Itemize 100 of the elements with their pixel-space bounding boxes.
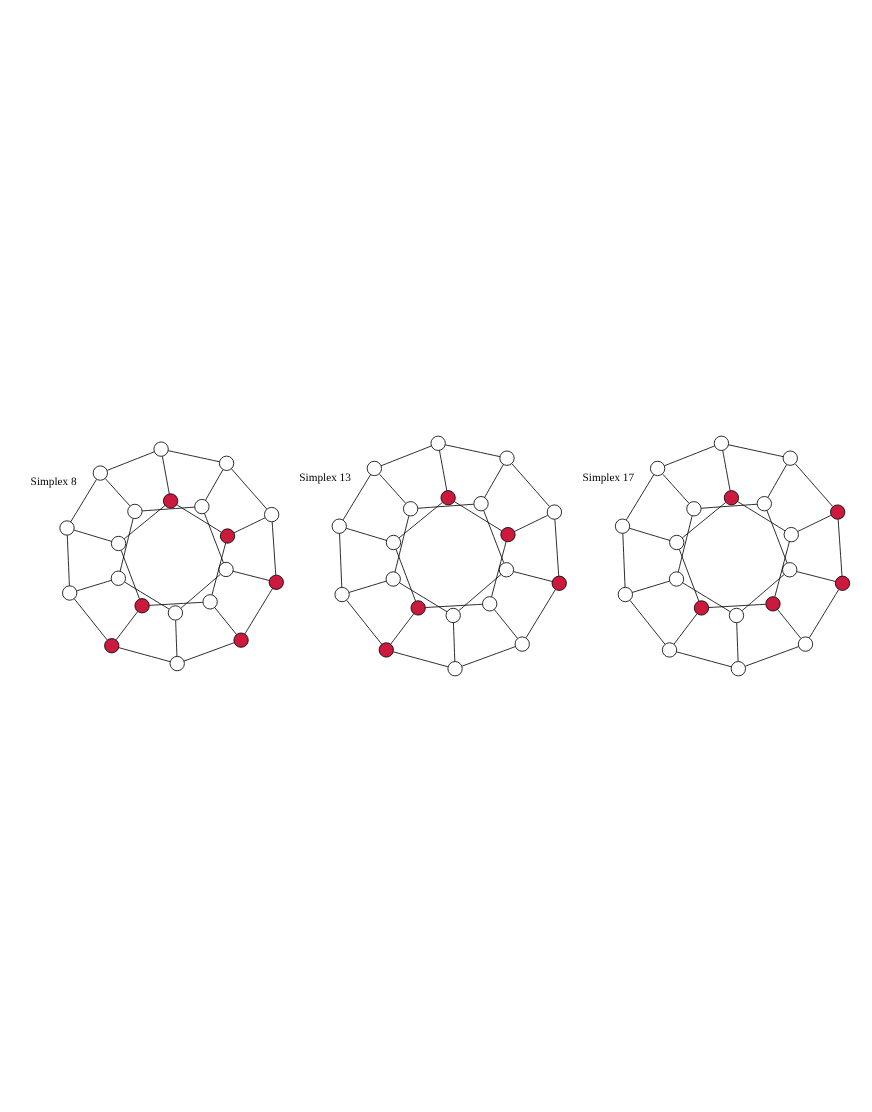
node-circle [62, 585, 78, 601]
connector [233, 517, 266, 534]
connector [673, 613, 698, 645]
node-circle [661, 642, 678, 658]
node-circle [730, 661, 746, 677]
connector [796, 571, 836, 582]
node-circle [403, 501, 419, 517]
node-circle [110, 535, 127, 552]
node-circle [686, 501, 702, 517]
node-circle [797, 636, 814, 652]
connector [741, 574, 785, 611]
connector [745, 646, 799, 667]
connector [700, 503, 758, 509]
connector [797, 515, 832, 532]
node-circle [514, 636, 530, 652]
node-circle [163, 493, 179, 509]
node-circle [783, 527, 799, 543]
node-circle [331, 518, 347, 534]
connector [342, 474, 371, 521]
connector [66, 535, 70, 587]
connector [204, 513, 224, 564]
connector [809, 589, 840, 638]
connector [118, 647, 171, 663]
connector [766, 510, 788, 564]
connector [392, 651, 449, 668]
connector [767, 464, 788, 498]
connector [525, 589, 556, 638]
connector [708, 603, 766, 608]
node-circle [782, 450, 798, 466]
connector [104, 478, 131, 507]
node-circle [59, 520, 75, 536]
connector [244, 588, 273, 635]
connector [176, 504, 222, 533]
node-circle [723, 490, 739, 506]
connector [180, 574, 221, 609]
node-circle [194, 499, 210, 515]
connector [183, 642, 235, 662]
node-circle [500, 527, 516, 543]
node-circle [104, 638, 120, 654]
node-circle [268, 574, 284, 590]
connector [677, 515, 693, 573]
node-circle [430, 435, 446, 451]
node-circle [617, 586, 633, 603]
node-circle [498, 562, 514, 578]
connector [119, 518, 134, 572]
node-circle [92, 465, 108, 481]
connector [115, 611, 138, 641]
connector [453, 622, 456, 662]
connector [511, 463, 550, 507]
node-circle [233, 632, 249, 648]
connector [682, 582, 731, 613]
connector [458, 574, 502, 611]
connector [162, 455, 170, 495]
connector [514, 515, 548, 532]
node-circle [334, 586, 350, 603]
node-circle [830, 504, 846, 520]
node-circle [650, 460, 666, 477]
node-circle [782, 562, 798, 578]
node-circle [385, 571, 401, 587]
connector [483, 510, 505, 564]
connector [664, 445, 715, 467]
node-circle [669, 534, 685, 551]
node-circle [756, 496, 772, 512]
connector [622, 533, 626, 588]
connector [662, 473, 690, 504]
connector [123, 505, 166, 540]
connector [491, 541, 507, 598]
node-circle [499, 450, 515, 466]
connector [794, 463, 834, 507]
node-circle [202, 594, 218, 610]
node-circle [134, 598, 150, 614]
node-circle [834, 575, 851, 591]
connector [346, 600, 383, 645]
connector [205, 469, 224, 501]
connector [837, 519, 843, 577]
connector [232, 570, 270, 581]
connector [681, 502, 726, 539]
node-circle [218, 561, 234, 578]
node-circle [378, 642, 394, 658]
connector [348, 580, 387, 593]
connector [120, 550, 140, 600]
connector [722, 450, 731, 491]
node-circle [385, 534, 402, 551]
connector [444, 444, 501, 458]
connector [339, 533, 343, 588]
connector [439, 450, 448, 491]
connector [148, 601, 204, 606]
connector [106, 451, 155, 471]
connector [629, 600, 666, 645]
node-circle [440, 490, 456, 506]
connector [214, 607, 237, 635]
node-circle [546, 504, 562, 520]
connector [271, 521, 277, 576]
connector [676, 651, 732, 668]
connector [461, 646, 516, 667]
connector [73, 598, 108, 641]
connector [454, 501, 503, 532]
node-circle [264, 507, 280, 523]
node-circle [410, 600, 426, 616]
node-circle [728, 607, 745, 624]
